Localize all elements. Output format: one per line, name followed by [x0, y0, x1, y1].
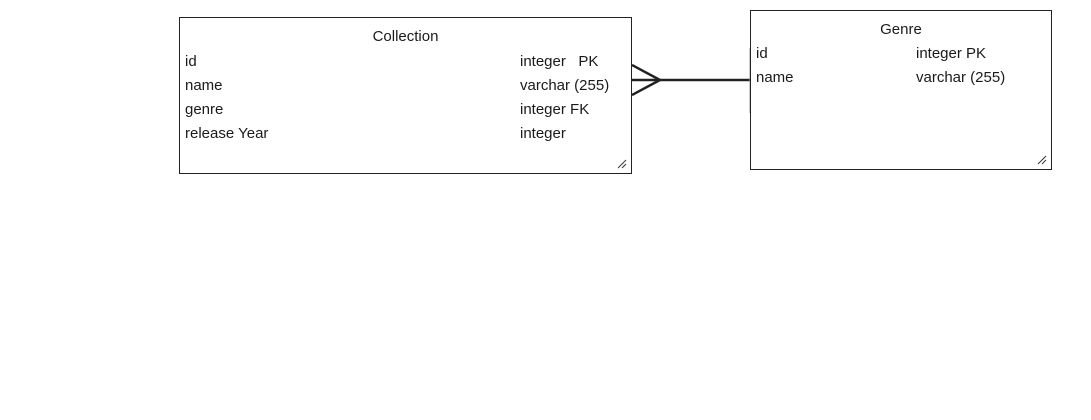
field-name: release Year: [185, 125, 269, 142]
field-name: genre: [185, 101, 224, 118]
field-name: name: [756, 69, 794, 86]
field-name: id: [756, 45, 768, 62]
field-type: varchar (255): [916, 69, 1006, 86]
field-type: integer PK: [520, 53, 599, 70]
field-name: id: [185, 53, 197, 70]
field-name: name: [185, 77, 223, 94]
resize-grip-icon[interactable]: [1037, 155, 1047, 165]
collection-entity[interactable]: Collection id integer PK name varchar (2…: [179, 17, 632, 174]
field-type: integer FK: [520, 101, 590, 118]
crows-foot-many-icon: [631, 63, 661, 97]
field-type: varchar (255): [520, 77, 610, 94]
field-row: release Year integer: [180, 125, 631, 149]
genre-entity[interactable]: Genre id integer PK name varchar (255): [750, 10, 1052, 170]
entity-title: Collection: [372, 28, 439, 45]
field-type: integer PK: [916, 45, 987, 62]
field-row: name varchar (255): [751, 69, 1051, 93]
field-row: name varchar (255): [180, 77, 631, 101]
field-row: id integer PK: [180, 53, 631, 77]
field-row: genre integer FK: [180, 101, 631, 125]
entity-title: Genre: [880, 21, 922, 38]
resize-grip-icon[interactable]: [617, 159, 627, 169]
field-type: integer: [520, 125, 566, 142]
field-row: id integer PK: [751, 45, 1051, 69]
